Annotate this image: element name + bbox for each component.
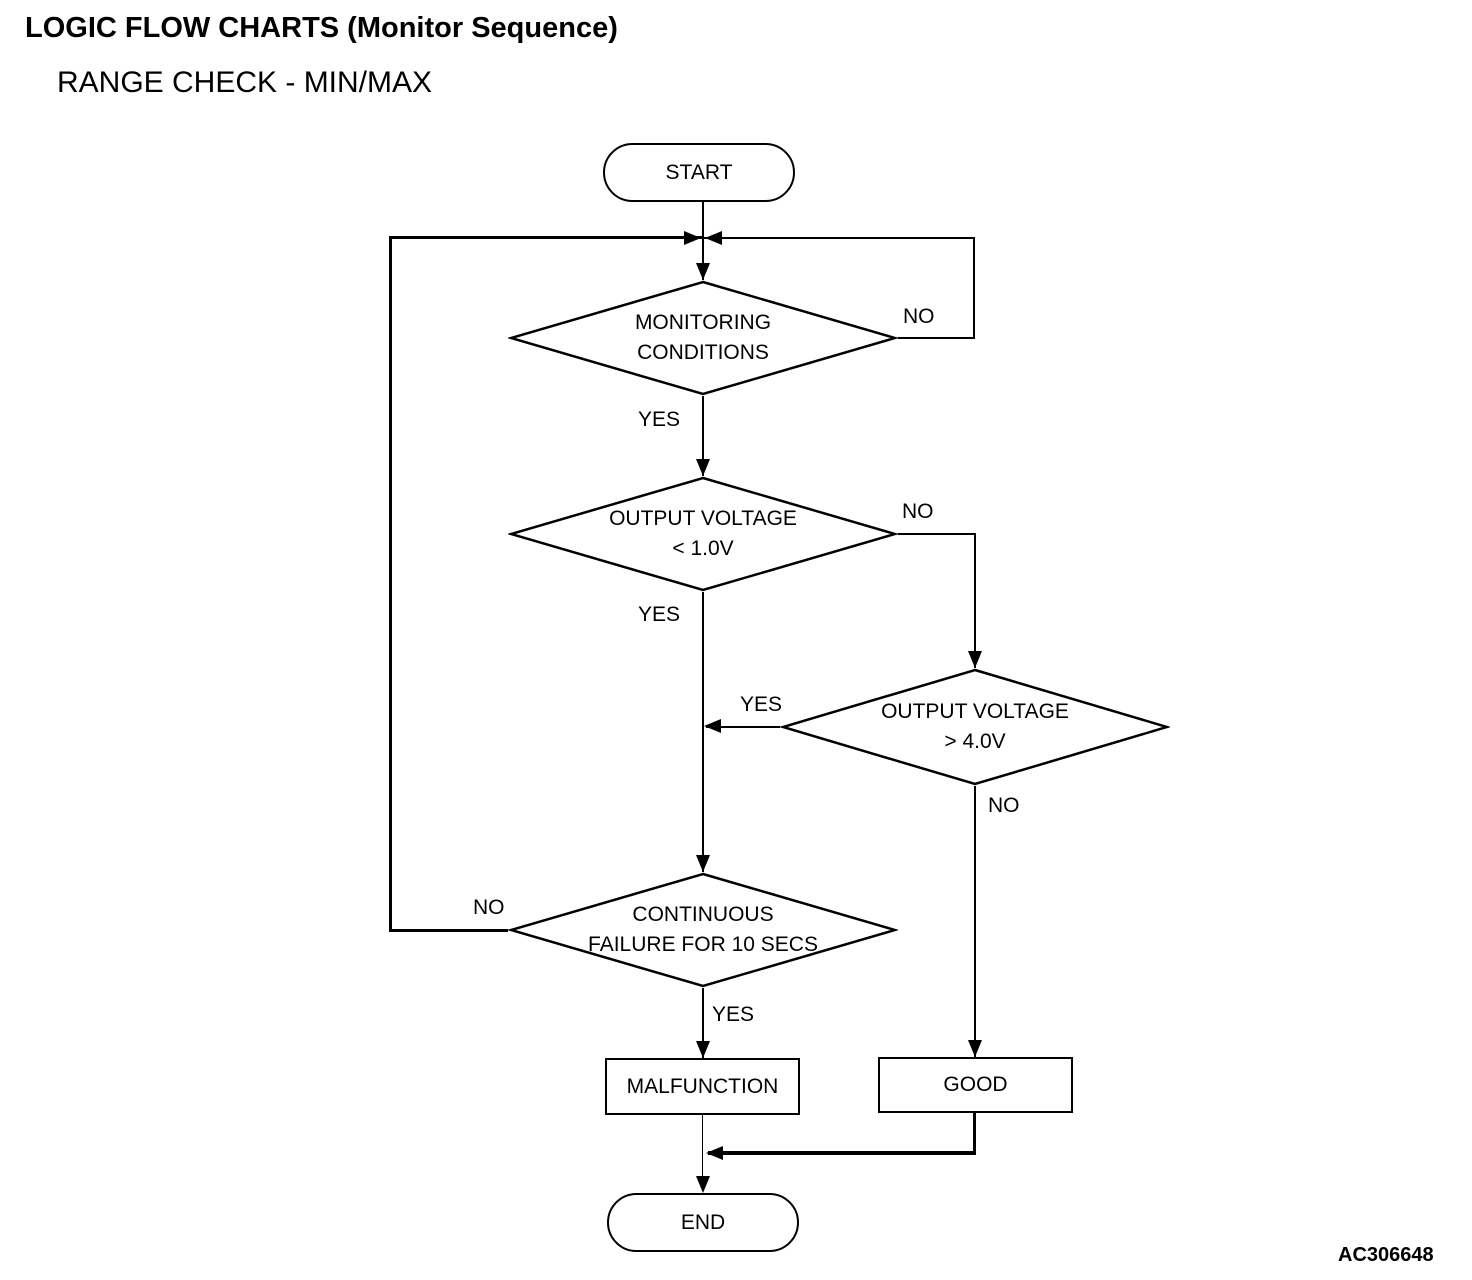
- start-label: START: [665, 160, 733, 184]
- connector-monitoring-no-horizontal: [898, 337, 975, 339]
- connector-monitoring-yes: [702, 396, 704, 476]
- edge-label-voltage-low-yes: YES: [638, 603, 681, 626]
- end-node: END: [607, 1193, 799, 1252]
- arrowhead-junction-from-left: [684, 231, 701, 245]
- arrowhead-junction-from-right: [705, 231, 722, 245]
- edge-label-monitoring-no: NO: [903, 305, 935, 328]
- edge-label-monitoring-yes: YES: [638, 408, 681, 431]
- arrowhead-into-good: [968, 1040, 982, 1057]
- decision-monitoring-shape: [508, 280, 898, 396]
- edge-label-voltage-high-yes: YES: [740, 693, 783, 716]
- connector-voltage-low-no-vertical: [974, 533, 976, 668]
- arrowhead-voltage-high-yes: [704, 719, 721, 733]
- connector-loop-right-top: [703, 237, 975, 239]
- connector-merge-horizontal: [708, 1151, 976, 1155]
- arrowhead-merge: [706, 1146, 723, 1160]
- connector-failure-yes: [702, 988, 704, 1058]
- decision-voltage-high-shape: [780, 668, 1170, 786]
- edge-label-failure-no: NO: [473, 896, 505, 919]
- connector-voltage-low-yes: [702, 592, 704, 872]
- good-node: GOOD: [878, 1057, 1073, 1113]
- decision-voltage-low-shape: [508, 476, 898, 592]
- decision-failure-shape: [508, 872, 898, 988]
- start-node: START: [603, 143, 795, 202]
- connector-loop-right-vertical: [973, 237, 975, 338]
- end-label: END: [680, 1210, 726, 1234]
- figure-code: AC306648: [1338, 1244, 1434, 1266]
- good-label: GOOD: [943, 1073, 1008, 1096]
- connector-failure-no-horizontal: [389, 929, 508, 932]
- connector-start-to-monitoring: [702, 202, 704, 280]
- connector-voltage-high-no: [974, 786, 976, 1057]
- arrowhead-into-voltage-low: [696, 459, 710, 476]
- connector-loop-left-top: [389, 236, 703, 239]
- arrowhead-into-end: [696, 1176, 710, 1193]
- arrowhead-into-malfunction: [696, 1041, 710, 1058]
- edge-label-voltage-high-no: NO: [988, 794, 1020, 817]
- page-subtitle: RANGE CHECK - MIN/MAX: [57, 66, 433, 99]
- page-title: LOGIC FLOW CHARTS (Monitor Sequence): [25, 12, 618, 44]
- edge-label-failure-yes: YES: [712, 1003, 755, 1026]
- edge-label-voltage-low-no: NO: [902, 500, 934, 523]
- connector-malfunction-to-end: [702, 1115, 703, 1191]
- malfunction-label: MALFUNCTION: [626, 1074, 779, 1098]
- connector-voltage-low-no-horizontal: [898, 533, 975, 535]
- arrowhead-into-voltage-high: [968, 651, 982, 668]
- connector-voltage-high-yes: [706, 726, 780, 728]
- connector-failure-no-vertical: [389, 236, 392, 932]
- connector-good-down: [973, 1113, 976, 1154]
- arrowhead-into-failure: [696, 855, 710, 872]
- malfunction-node: MALFUNCTION: [605, 1058, 800, 1115]
- arrowhead-into-monitoring: [696, 263, 710, 280]
